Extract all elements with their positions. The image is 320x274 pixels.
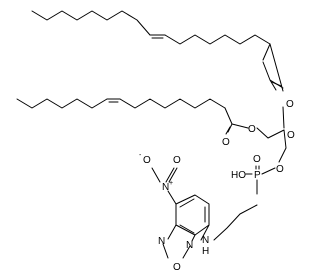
phosphate-group: HO P O <box>231 154 276 195</box>
glycerol-phosphate-oxygen: O <box>276 164 284 175</box>
upper-fatty-acid-chain <box>31 10 284 92</box>
nitro-oxygen-negative: O <box>143 155 151 166</box>
nitro-minus-charge: - <box>139 152 142 159</box>
upper-ester-carbonyl-oxygen: O <box>286 99 294 110</box>
phosphoryl-oxygen: O <box>253 154 261 165</box>
lower-fatty-acid-chain <box>16 98 226 109</box>
ring-nitrogen-right: N <box>186 240 193 251</box>
chemical-structure-diagram: O O O O O HO P O N H <box>16 10 295 273</box>
nitro-plus-charge: + <box>169 180 173 187</box>
nbd-ring-system: N N O <box>158 194 210 273</box>
ring-oxygen: O <box>173 262 181 273</box>
lower-ester-group: O O <box>222 107 256 148</box>
upper-ester-oxygen: O <box>287 130 295 141</box>
phosphate-hydroxyl: HO <box>231 170 246 181</box>
nitro-oxygen: O <box>173 155 181 166</box>
ethanolamine-linker: N H <box>202 204 258 257</box>
amine-nitrogen: N <box>202 235 209 246</box>
phosphorus-atom: P <box>254 170 261 181</box>
glycerol-backbone: O <box>256 127 287 175</box>
nitro-group: N + O - O <box>139 152 181 205</box>
lower-ester-carbonyl-oxygen: O <box>222 137 230 148</box>
upper-ester-group: O O <box>262 61 295 141</box>
nitro-nitrogen: N <box>162 182 169 193</box>
ring-nitrogen-left: N <box>158 236 165 247</box>
amine-hydrogen: H <box>202 246 209 257</box>
lower-ester-oxygen: O <box>248 124 256 135</box>
